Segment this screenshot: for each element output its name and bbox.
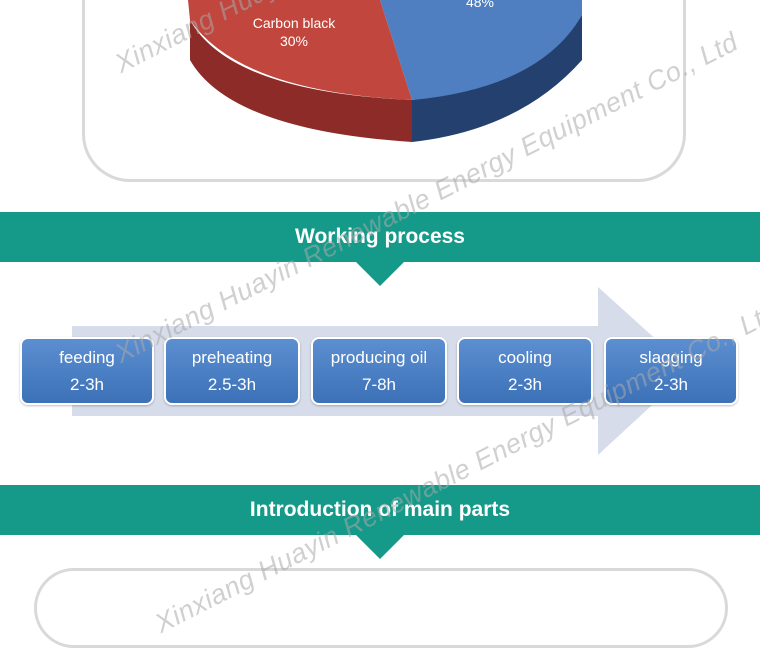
step-feeding: feeding 2-3h — [20, 337, 154, 405]
step-slagging-time: 2-3h — [653, 375, 689, 394]
step-feeding-name: feeding — [59, 348, 115, 367]
working-process-notch — [356, 262, 404, 286]
working-process-title: Working process — [295, 225, 465, 248]
pie-slice-red — [188, 0, 412, 100]
pie-slice-red-side — [190, 20, 412, 142]
working-process-banner: Working process — [0, 212, 760, 262]
step-slagging-name: slagging — [639, 348, 703, 367]
step-cooling: cooling 2-3h — [457, 337, 593, 405]
intro-notch — [356, 535, 404, 559]
pie-label-30: 30% — [279, 33, 309, 49]
step-preheating-name: preheating — [191, 348, 273, 367]
step-feeding-time: 2-3h — [69, 375, 105, 394]
step-cooling-time: 2-3h — [507, 375, 543, 394]
step-preheating: preheating 2.5-3h — [164, 337, 300, 405]
pie-slice-blue — [380, 0, 582, 100]
step-preheating-time: 2.5-3h — [207, 375, 257, 394]
pie-label-48: 48% — [465, 0, 495, 10]
intro-banner: Introduction of main parts — [0, 485, 760, 535]
pie-label-carbon-black: Carbon black — [252, 15, 336, 31]
intro-title: Introduction of main parts — [249, 498, 511, 521]
step-producing-oil-time: 7-8h — [361, 375, 397, 394]
step-producing-oil-name: producing oil — [330, 348, 428, 367]
pie-slice-blue-side — [412, 15, 582, 142]
pie-chart — [188, 0, 582, 142]
step-producing-oil: producing oil 7-8h — [311, 337, 447, 405]
step-slagging: slagging 2-3h — [604, 337, 738, 405]
main-parts-card — [34, 568, 728, 648]
step-cooling-name: cooling — [498, 348, 552, 367]
